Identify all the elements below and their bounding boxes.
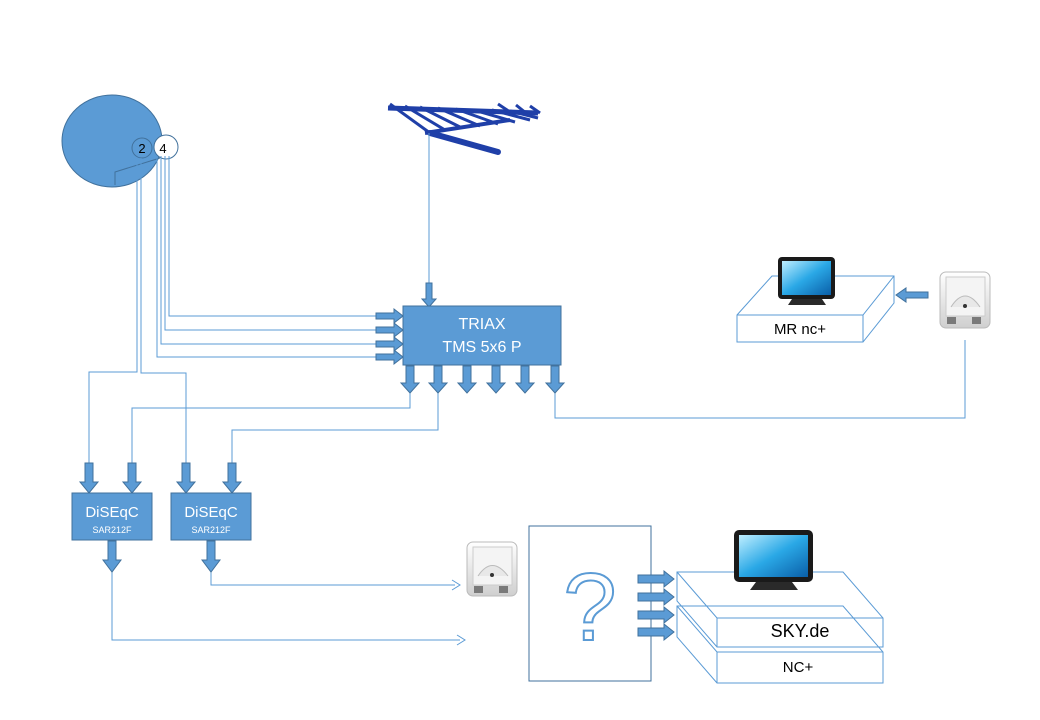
diseqc-right-model: SAR212F — [191, 525, 231, 535]
multiswitch-name: TRIAX — [458, 316, 505, 333]
diseqc-left-title: DiSEqC — [85, 504, 139, 521]
receiver-mr-label: MR nc+ — [774, 321, 826, 338]
diseqc-switch-left: DiSEqC SAR212F — [71, 492, 153, 541]
wall-socket-icon — [466, 541, 518, 597]
lnb-left-label: 2 — [138, 141, 145, 156]
receiver-sky-box — [676, 571, 884, 648]
diseqc-right-title: DiSEqC — [184, 504, 238, 521]
receiver-mr-box: MR nc+ — [736, 275, 895, 343]
lnb-right: 4 — [153, 134, 179, 160]
receiver-nc-label: NC+ — [783, 659, 814, 676]
socket-to-mr-arrow — [895, 287, 929, 303]
unknown-device-output-arrows — [637, 569, 675, 642]
tv-monitor-top-icon — [778, 257, 835, 305]
tv-monitor-bottom-icon — [734, 530, 813, 590]
receiver-sky-label: SKY.de — [771, 621, 830, 641]
receiver-nc-box — [676, 605, 884, 684]
wires — [88, 133, 966, 641]
unknown-device: ? — [528, 525, 652, 682]
diseqc-output-arrows — [102, 540, 221, 573]
diseqc-input-arrows — [78, 462, 243, 494]
multiswitch-triax: TRIAX TMS 5x6 P — [402, 305, 562, 366]
wire-arrowheads — [451, 579, 466, 646]
diseqc-left-model: SAR212F — [92, 525, 132, 535]
question-mark-icon: ? — [563, 554, 616, 661]
diseqc-switch-right: DiSEqC SAR212F — [170, 492, 252, 541]
wall-socket-top-icon — [939, 271, 991, 329]
lnb-right-label: 4 — [159, 141, 166, 156]
multiswitch-model: TMS 5x6 P — [442, 339, 521, 356]
lnb-left: 2 — [131, 137, 153, 159]
multiswitch-input-arrows — [375, 282, 438, 366]
terrestrial-antenna-icon — [387, 102, 541, 155]
multiswitch-output-arrows — [399, 365, 566, 394]
